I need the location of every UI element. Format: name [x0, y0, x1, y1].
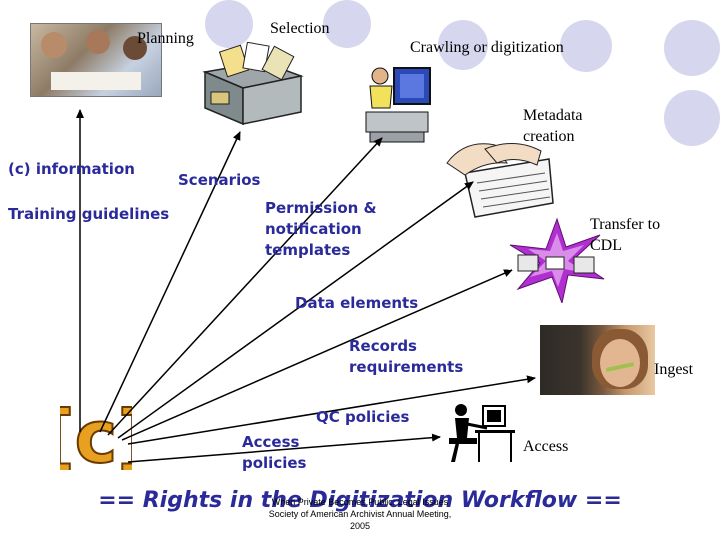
source-permission-line1: Permission & — [265, 199, 377, 217]
footer-note-line3: 2005 — [349, 521, 371, 531]
source-access-policies-line1: Access — [242, 433, 300, 451]
node-selection: Selection — [270, 20, 330, 37]
ingest-photo — [540, 325, 655, 395]
selection-filebox-image — [193, 42, 305, 126]
node-access: Access — [523, 438, 569, 455]
source-qc-policies: QC policies — [316, 408, 410, 426]
decor-circle — [438, 20, 488, 70]
node-transfer-line2: CDL — [590, 237, 622, 254]
transfer-network-image — [508, 217, 606, 303]
arrow-to-ingest — [127, 375, 536, 445]
decor-circle — [560, 20, 612, 72]
source-permission-line2: notification — [265, 220, 362, 238]
footer-note-line2: Society of American Archivist Annual Mee… — [268, 509, 452, 519]
node-metadata-line2: creation — [523, 128, 575, 145]
source-training-guidelines: Training guidelines — [8, 205, 170, 223]
footer-note: When Private Becomes Public: Legal Issue… — [255, 496, 465, 532]
node-metadata-line1: Metadata — [523, 107, 583, 124]
planning-photo — [30, 23, 162, 97]
node-ingest: Ingest — [654, 361, 694, 378]
source-access-policies-line2: policies — [242, 454, 307, 472]
source-records-line1: Records — [349, 337, 417, 355]
access-person-computer-image — [447, 400, 519, 464]
source-records-line2: requirements — [349, 358, 464, 376]
source-c-information: (c) information — [8, 160, 135, 178]
footer-note-line1: When Private Becomes Public: Legal Issue… — [271, 497, 449, 507]
node-planning: Planning — [137, 30, 194, 47]
arrow-to-metadata — [117, 181, 474, 439]
arrow-to-transfer — [121, 269, 513, 441]
decor-circle — [323, 0, 371, 48]
copyright-logo: [c] — [60, 396, 132, 470]
arrow-to-selection — [99, 131, 241, 433]
arrow-to-crawling — [107, 137, 383, 436]
decor-circle — [664, 90, 720, 146]
source-scenarios: Scenarios — [178, 171, 261, 189]
logo-text: [c] — [60, 396, 132, 470]
source-permission-line3: templates — [265, 241, 351, 259]
footer-title: == Rights in the Digitization Workflow =… — [98, 488, 622, 513]
node-crawling: Crawling or digitization — [410, 39, 564, 56]
node-transfer-line1: Transfer to — [590, 216, 661, 233]
decor-circle — [205, 0, 253, 48]
crawling-computer-image — [362, 62, 436, 146]
arrow-to-access — [127, 433, 441, 463]
metadata-keyboard-image — [445, 133, 555, 221]
decor-circle — [664, 20, 720, 76]
source-data-elements: Data elements — [295, 294, 419, 312]
